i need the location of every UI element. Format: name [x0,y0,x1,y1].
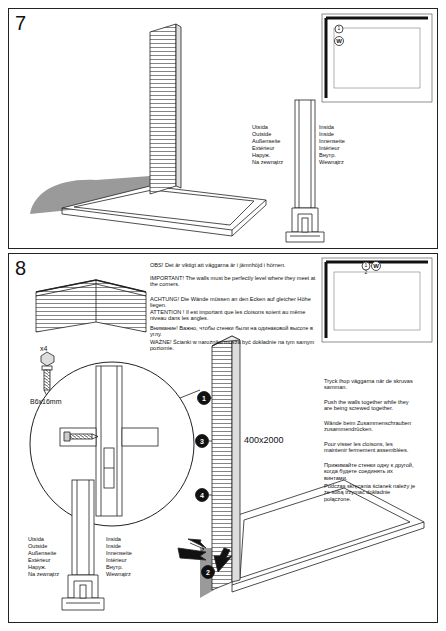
step8-illustration [30,258,432,610]
callout-number: 3 [198,438,206,445]
side-label: Insida [319,124,359,130]
step-panel: 7 [8,8,438,249]
plan-marker: W [372,263,381,269]
floor-frame-inner [74,190,254,225]
wall-panel-edge [176,24,181,188]
step-number: 7 [15,13,26,33]
warning-note: ACHTUNG! Die Wände müssen an den Ecken a… [150,296,316,309]
side-label: Na zewnątrz [28,571,68,577]
step7-illustration [30,14,432,242]
side-label: Внутр. [319,152,359,158]
plan-marker: 1 [363,263,370,268]
step-panel: 8 [8,253,438,623]
warning-note: OBS! Det är viktigt att väggarna är i jä… [150,262,316,268]
side-label: Insida [106,536,146,542]
dimension: 400x2000 [244,435,294,445]
warning-note: ATTENTION ! Il est important que les clo… [150,309,316,322]
side-label: Inside [319,131,359,137]
callout-number: 4 [198,492,206,499]
instruction-note: Tryck ihop väggarna när de skruvas samma… [324,378,416,391]
plan-marker: 2 [363,270,370,275]
callout-number: 2 [204,569,212,576]
corner-detail [36,280,146,332]
warning-note: Внимание! Важно, чтобы стенки были на од… [150,325,316,338]
instruction-note: Push the walls together while they are b… [324,399,416,412]
side-label: Наруж. [252,152,294,158]
floor-frame [62,186,266,230]
profile-detail [286,100,324,242]
side-label: Außenseite [252,138,294,144]
side-label: Intérieur [106,557,146,563]
plan-marker: 1 [336,26,343,31]
side-label: Extérieur [252,145,294,151]
step-number: 8 [15,258,26,278]
warning-note: WAŻNE! Ścianki w narożniku musza być dok… [150,339,316,352]
side-label: Utsida [28,536,68,542]
side-label: Intérieur [319,145,359,151]
side-label: Utsida [252,124,294,130]
magnified-detail [30,362,200,526]
side-label: Na zewnątrz [252,159,294,165]
warning-note: IMPORTANT! The walls must be perfectly l… [150,275,316,288]
side-label: Wewnątrz [319,159,359,165]
callout-circles [196,392,215,579]
screw-size: B6x16mm [30,398,70,406]
side-label: Наруж. [28,564,68,570]
side-label: Innenseite [106,550,146,556]
quantity: x4 [40,345,60,353]
wall-panel [150,24,176,194]
profile-detail [62,480,104,610]
wall-assembly [178,336,424,598]
side-label: Внутр. [106,564,146,570]
side-label: Inside [106,543,146,549]
plan-inset [322,258,432,342]
callout-number: 1 [200,395,208,402]
plan-marker: W [335,38,344,44]
instruction-note: Wände beim Zusammenschrauben zusammendrü… [324,420,416,433]
instruction-note: Podczas skręcania ścianek należy je ze s… [324,483,416,502]
plan-inset [322,14,432,102]
side-label: Outside [252,131,294,137]
side-label: Outside [28,543,68,549]
instruction-note: Прижимайте стенки одну к другой, когда б… [324,462,416,481]
side-label: Extérieur [28,557,68,563]
instruction-note: Pour visser les cloisons, les maintenir … [324,441,416,454]
side-label: Wewnątrz [106,571,146,577]
side-label: Innenseite [319,138,359,144]
side-label: Außenseite [28,550,68,556]
